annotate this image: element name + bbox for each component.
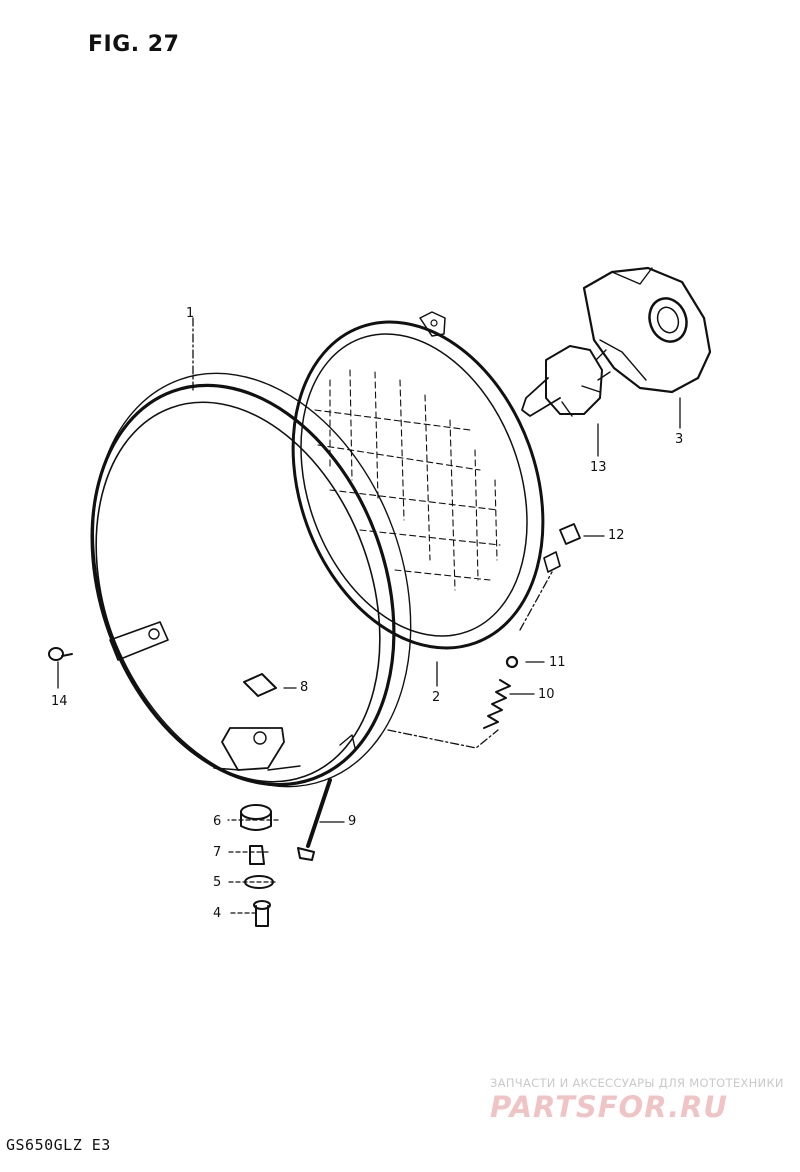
callout-3: 3 bbox=[675, 432, 684, 447]
headlight-lens-unit bbox=[291, 311, 545, 650]
leader-lines bbox=[57, 317, 681, 914]
fig-title: FIG. 27 bbox=[88, 32, 180, 57]
callout-2: 2 bbox=[432, 690, 441, 705]
callout-6: 6 bbox=[213, 814, 222, 829]
callout-5: 5 bbox=[213, 875, 222, 890]
callout-7: 7 bbox=[213, 845, 222, 860]
screw-9 bbox=[297, 778, 332, 861]
callout-10: 10 bbox=[538, 687, 555, 702]
callout-1: 1 bbox=[186, 306, 195, 321]
nut-plate-8 bbox=[243, 673, 277, 697]
bolt-4 bbox=[253, 900, 271, 927]
callout-12: 12 bbox=[608, 528, 625, 543]
callout-4: 4 bbox=[213, 906, 222, 921]
cushion-6 bbox=[240, 804, 272, 831]
collar-7 bbox=[249, 845, 265, 865]
callout-9: 9 bbox=[348, 814, 357, 829]
model-code: GS650GLZ E3 bbox=[6, 1136, 111, 1154]
headlight-rim bbox=[90, 372, 412, 788]
clip-12 bbox=[559, 523, 581, 545]
callout-8: 8 bbox=[300, 680, 309, 695]
screw-14 bbox=[48, 647, 73, 661]
spring-10 bbox=[483, 679, 511, 729]
callout-14: 14 bbox=[51, 694, 68, 709]
watermark-logo: PARTSFOR.RU bbox=[490, 1090, 728, 1124]
nut-11 bbox=[505, 655, 519, 669]
clip-spare bbox=[543, 551, 561, 573]
watermark-tagline: ЗАПЧАСТИ И АКСЕССУАРЫ ДЛЯ МОТОТЕХНИКИ bbox=[490, 1076, 784, 1090]
socket-cover bbox=[582, 266, 712, 394]
halogen-bulb bbox=[521, 345, 611, 417]
callout-13: 13 bbox=[590, 460, 607, 475]
callout-11: 11 bbox=[549, 655, 566, 670]
